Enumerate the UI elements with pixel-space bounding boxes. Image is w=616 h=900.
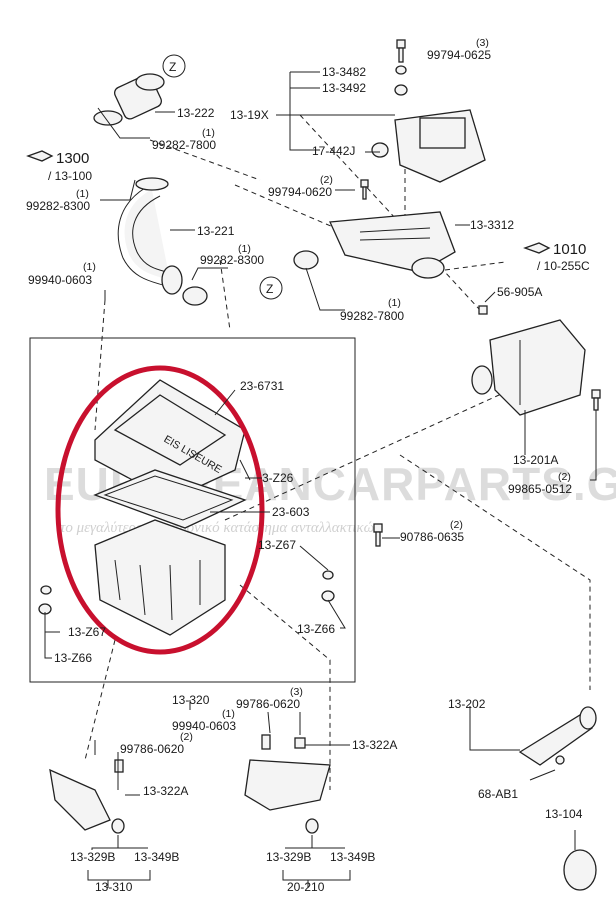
bolt-99794-0620 [360, 179, 369, 200]
label-99865-0512[interactable]: 99865-0512 [508, 482, 572, 496]
label-99282-7800-bottom[interactable]: 99282-7800 [340, 309, 404, 323]
label-13-3492[interactable]: 13-3492 [322, 81, 366, 95]
label-99282-8300-mid[interactable]: 99282-8300 [200, 253, 264, 267]
marker-z-top-text: Z [169, 60, 176, 74]
label-qty: (1) [83, 261, 96, 273]
label-qty: (3) [476, 37, 489, 49]
grommet-left [38, 585, 52, 615]
label-13-202[interactable]: 13-202 [448, 697, 486, 711]
ref-1010-sub: / 10-255C [537, 259, 590, 273]
label-13-3482[interactable]: 13-3482 [322, 65, 366, 79]
label-99786-0620-left[interactable]: 99786-0620 [120, 742, 184, 756]
grommet-right [321, 570, 335, 602]
bracket-left-part [49, 759, 125, 834]
clamp-99282-7800-bottom [293, 250, 319, 270]
resonator-chamber-part [471, 319, 586, 416]
label-qty: (3) [290, 686, 303, 698]
label-13-z66-left[interactable]: 13-Z66 [54, 651, 92, 665]
air-hose-part [117, 177, 183, 295]
label-qty: (2) [450, 519, 463, 531]
label-13-322a-right[interactable]: 13-322A [352, 738, 397, 752]
clamp-99282-8300-mid [182, 286, 208, 306]
label-13-z66-right[interactable]: 13-Z66 [297, 622, 335, 636]
marker-z-top [162, 54, 186, 78]
air-cleaner-cover-part: EIS LISEURE [94, 379, 246, 501]
bolt-99865-0512 [591, 389, 601, 411]
air-duct-part [518, 706, 597, 766]
label-90786-0635[interactable]: 90786-0635 [400, 530, 464, 544]
label-13-222[interactable]: 13-222 [177, 106, 215, 120]
label-13-104[interactable]: 13-104 [545, 807, 583, 821]
label-99940-0603-bottom[interactable]: 99940-0603 [172, 719, 236, 733]
label-13-322a-left[interactable]: 13-322A [143, 784, 188, 798]
label-68-ab1[interactable]: 68-AB1 [478, 787, 518, 801]
label-13-221[interactable]: 13-221 [197, 224, 235, 238]
label-qty: (1) [238, 243, 251, 255]
marker-z-bottom-text: Z [266, 282, 273, 296]
label-qty: (1) [202, 127, 215, 139]
ref-1300[interactable]: 1300 [56, 150, 89, 167]
label-13-19x[interactable]: 13-19X [230, 108, 269, 122]
resonator-part [329, 211, 456, 279]
label-qty: (1) [222, 708, 235, 720]
air-cleaner-frame [29, 337, 356, 683]
ref-1010-arrow-icon[interactable]: 1010 [523, 241, 586, 258]
bolt-90786-0635 [373, 523, 383, 547]
label-13-349b-right[interactable]: 13-349B [330, 850, 375, 864]
label-99940-0603[interactable]: 99940-0603 [28, 273, 92, 287]
label-qty: (2) [558, 471, 571, 483]
label-20-210[interactable]: 20-210 [287, 880, 325, 894]
label-13-z67-right[interactable]: 13-Z67 [258, 538, 296, 552]
label-99282-8300-left[interactable]: 99282-8300 [26, 199, 90, 213]
label-13-329b-left[interactable]: 13-329B [70, 850, 115, 864]
label-99794-0620[interactable]: 99794-0620 [268, 185, 332, 199]
air-cleaner-case-part [94, 519, 226, 636]
clip-3-z26 [239, 459, 251, 481]
label-56-905a[interactable]: 56-905A [497, 285, 542, 299]
label-qty: (1) [76, 188, 89, 200]
label-13-3312[interactable]: 13-3312 [470, 218, 514, 232]
clip-56-905a [478, 305, 488, 315]
label-qty: (2) [320, 174, 333, 186]
ref-1010[interactable]: 1010 [553, 241, 586, 258]
ref-1300-sub: / 13-100 [48, 169, 92, 183]
part-13-104 [563, 849, 597, 891]
bolt-top [394, 39, 408, 96]
label-99786-0620-right[interactable]: 99786-0620 [236, 697, 300, 711]
label-13-320[interactable]: 13-320 [172, 693, 210, 707]
label-13-329b-right[interactable]: 13-329B [266, 850, 311, 864]
watermark-subtext: το μεγαλύτερο ηλεκτρονικό κατάστημα αντα… [60, 520, 381, 536]
label-99282-7800-top[interactable]: 99282-7800 [152, 138, 216, 152]
label-13-201a[interactable]: 13-201A [513, 453, 558, 467]
label-13-349b-left[interactable]: 13-349B [134, 850, 179, 864]
marker-z-bottom [259, 276, 283, 300]
label-3-z26[interactable]: 3-Z26 [262, 471, 294, 485]
intake-plenum-part [371, 109, 486, 183]
label-23-6731[interactable]: 23-6731 [240, 379, 284, 393]
label-13-z67-left[interactable]: 13-Z67 [68, 625, 106, 639]
label-17-442j[interactable]: 17-442J [312, 144, 355, 158]
intake-duct-part [93, 73, 165, 126]
label-qty: (2) [180, 731, 193, 743]
bracket-right-part [244, 734, 331, 834]
ref-1300-arrow-icon[interactable]: 1300 [26, 150, 89, 167]
label-13-310[interactable]: 13-310 [95, 880, 133, 894]
label-qty: (1) [388, 297, 401, 309]
filter-element-part [93, 469, 247, 529]
label-23-603[interactable]: 23-603 [272, 505, 310, 519]
label-99794-0625[interactable]: 99794-0625 [427, 48, 491, 62]
highlight-ellipse [55, 365, 265, 655]
